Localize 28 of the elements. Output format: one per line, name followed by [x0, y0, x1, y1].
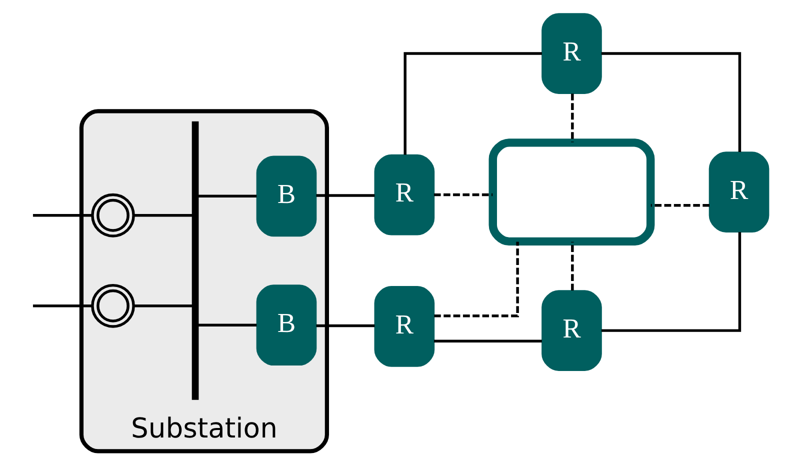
node-monitor	[488, 138, 654, 246]
connector	[32, 304, 92, 308]
node-transformer	[90, 284, 134, 328]
connector	[434, 242, 518, 318]
connector	[198, 324, 256, 326]
node-box: B	[256, 284, 316, 366]
connector	[198, 194, 256, 198]
node-box: R	[374, 286, 434, 367]
connector	[403, 52, 542, 155]
connector	[600, 52, 741, 152]
connector	[570, 242, 574, 290]
connector	[433, 340, 542, 342]
connector	[650, 204, 709, 207]
node-box: B	[256, 156, 316, 237]
node-box: R	[541, 290, 602, 372]
connector	[133, 304, 192, 308]
connector	[316, 194, 374, 197]
node-bar	[191, 121, 198, 400]
node-transformer	[90, 193, 134, 238]
connector	[316, 324, 374, 328]
connector	[570, 94, 574, 142]
node-box: R	[541, 13, 602, 94]
node-box: R	[708, 152, 769, 233]
connector	[600, 232, 741, 332]
connector	[32, 214, 92, 217]
connector	[133, 214, 192, 217]
connector	[433, 193, 492, 196]
node-box: R	[374, 154, 434, 236]
